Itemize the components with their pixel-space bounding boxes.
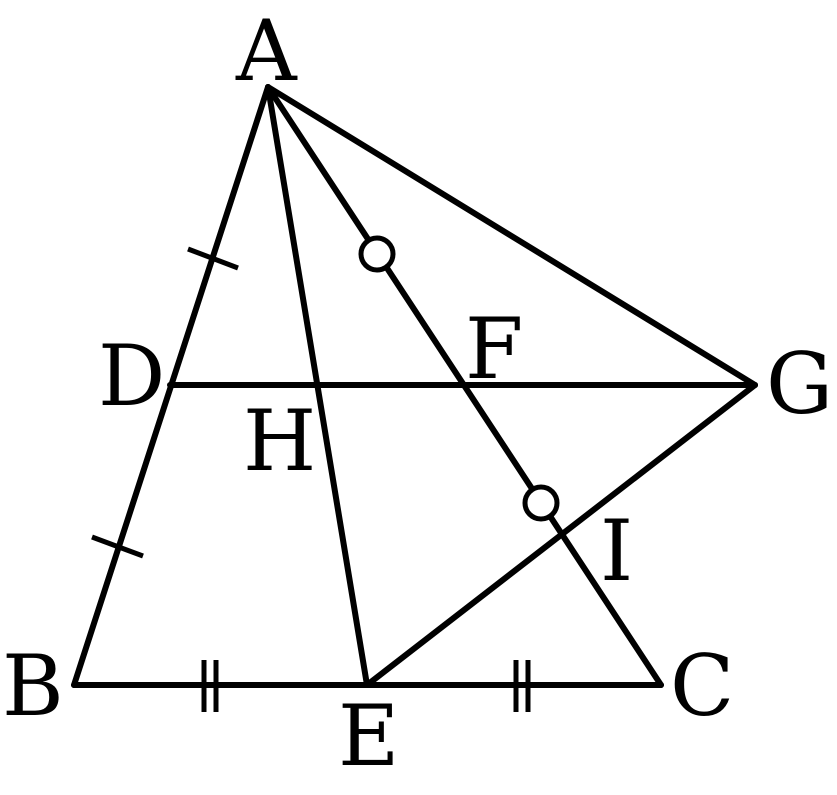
- circle-mark-af: [358, 235, 396, 273]
- point-label-a: A: [235, 2, 298, 100]
- tick-db: [91, 534, 144, 559]
- point-label-d: D: [98, 327, 165, 425]
- segment-ag: [265, 84, 758, 388]
- circle-mark-fi: [522, 484, 560, 522]
- point-label-f: F: [465, 300, 523, 398]
- tick-ad: [187, 246, 239, 271]
- point-label-b: B: [2, 637, 64, 735]
- point-label-c: C: [670, 637, 734, 735]
- point-label-g: G: [766, 335, 833, 433]
- point-label-i: I: [600, 502, 633, 600]
- point-label-e: E: [338, 687, 399, 785]
- point-label-h: H: [243, 392, 316, 490]
- segment-eg: [364, 382, 758, 688]
